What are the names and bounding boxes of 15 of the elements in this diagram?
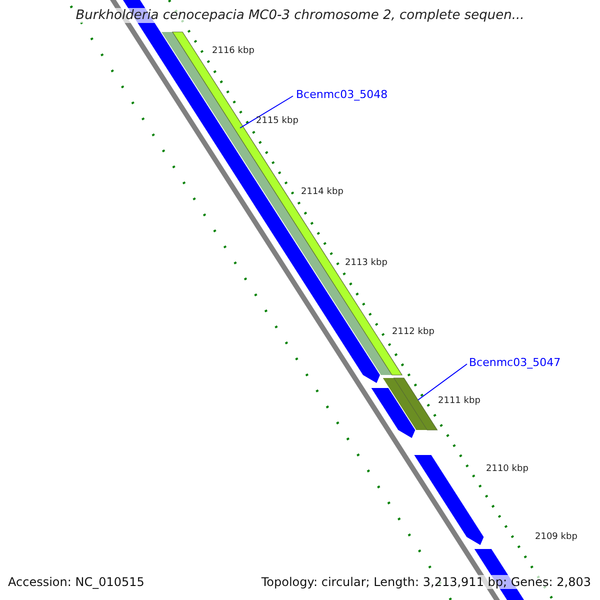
gene-label: Bcenmc03_5047 xyxy=(469,356,561,369)
leader-line xyxy=(418,364,468,400)
scale-label: 2110 kbp xyxy=(486,464,528,474)
title: Burkholderia cenocepacia MC0-3 chromosome 2, complete sequen... xyxy=(76,8,524,23)
scale-label: 2114 kbp xyxy=(301,187,344,197)
leader-line xyxy=(240,96,294,128)
summary-text: Topology: circular; Length: 3,213,911 bp; Genes: 2,803 xyxy=(261,575,591,589)
scale-label: 2116 kbp xyxy=(212,46,254,56)
scale-label: 2109 kbp xyxy=(535,532,578,542)
accession-text: Accession: NC_010515 xyxy=(8,575,144,589)
scale-label: 2113 kbp xyxy=(345,258,388,268)
gene-label: Bcenmc03_5048 xyxy=(296,88,388,101)
scale-label: 2111 kbp xyxy=(438,396,480,406)
gene-feature-bar xyxy=(382,378,438,430)
scale-label: 2115 kbp xyxy=(256,116,298,126)
